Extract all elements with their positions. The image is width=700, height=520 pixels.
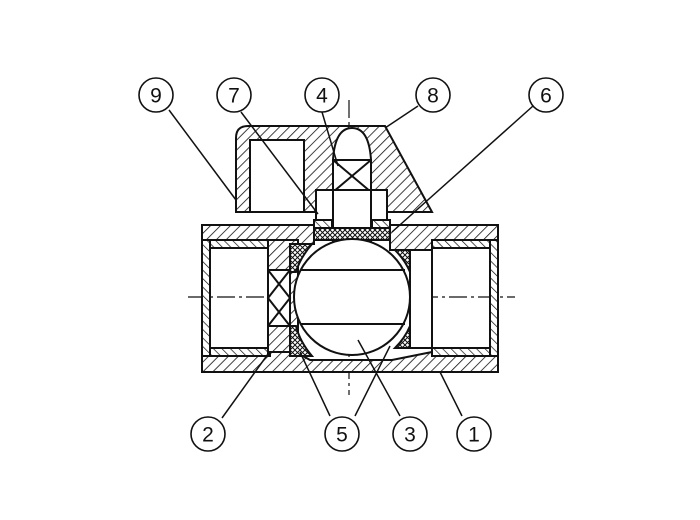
seat-lower-right [392, 325, 411, 349]
leader-5a [299, 351, 331, 417]
leader-9 [168, 109, 237, 201]
callout-4-label: 4 [316, 85, 328, 108]
gland-washer-right [371, 219, 391, 229]
callout-9: 9 [138, 77, 174, 113]
callout-6: 6 [528, 77, 564, 113]
callout-2: 2 [190, 416, 226, 452]
callout-8: 8 [415, 77, 451, 113]
leader-2 [221, 353, 269, 419]
callout-3-label: 3 [404, 424, 416, 447]
leader-3 [357, 339, 401, 417]
leader-4 [321, 111, 339, 167]
leader-7 [240, 111, 319, 215]
callout-8-label: 8 [427, 85, 439, 108]
leader-1 [439, 371, 463, 417]
left-insert-bore [267, 269, 291, 327]
callout-1: 1 [456, 416, 492, 452]
callout-5: 5 [324, 416, 360, 452]
left-port-thread [201, 239, 211, 357]
callout-9-label: 9 [150, 85, 162, 108]
right-insert-wall-bottom [431, 347, 491, 357]
callout-2-label: 2 [202, 424, 214, 447]
ball [293, 238, 411, 356]
right-seat-ring [409, 249, 433, 349]
leader-8 [384, 105, 419, 129]
stem-core [332, 189, 372, 229]
right-insert-wall [431, 239, 491, 249]
callout-6-label: 6 [540, 85, 552, 108]
handle-nut [331, 126, 373, 161]
gland-washer [313, 219, 333, 229]
leader-5b [354, 345, 391, 417]
callout-1-label: 1 [468, 424, 480, 447]
seat-lower-left [289, 325, 315, 357]
left-insert-wall [209, 239, 269, 249]
callout-4: 4 [304, 77, 340, 113]
left-insert-wall-bottom [209, 347, 269, 357]
callout-5-label: 5 [336, 424, 348, 447]
callout-7-label: 7 [228, 85, 240, 108]
right-port-thread [489, 239, 499, 357]
callout-7: 7 [216, 77, 252, 113]
leader-6 [391, 105, 534, 233]
callout-3: 3 [392, 416, 428, 452]
seat-upper-left [289, 243, 315, 273]
